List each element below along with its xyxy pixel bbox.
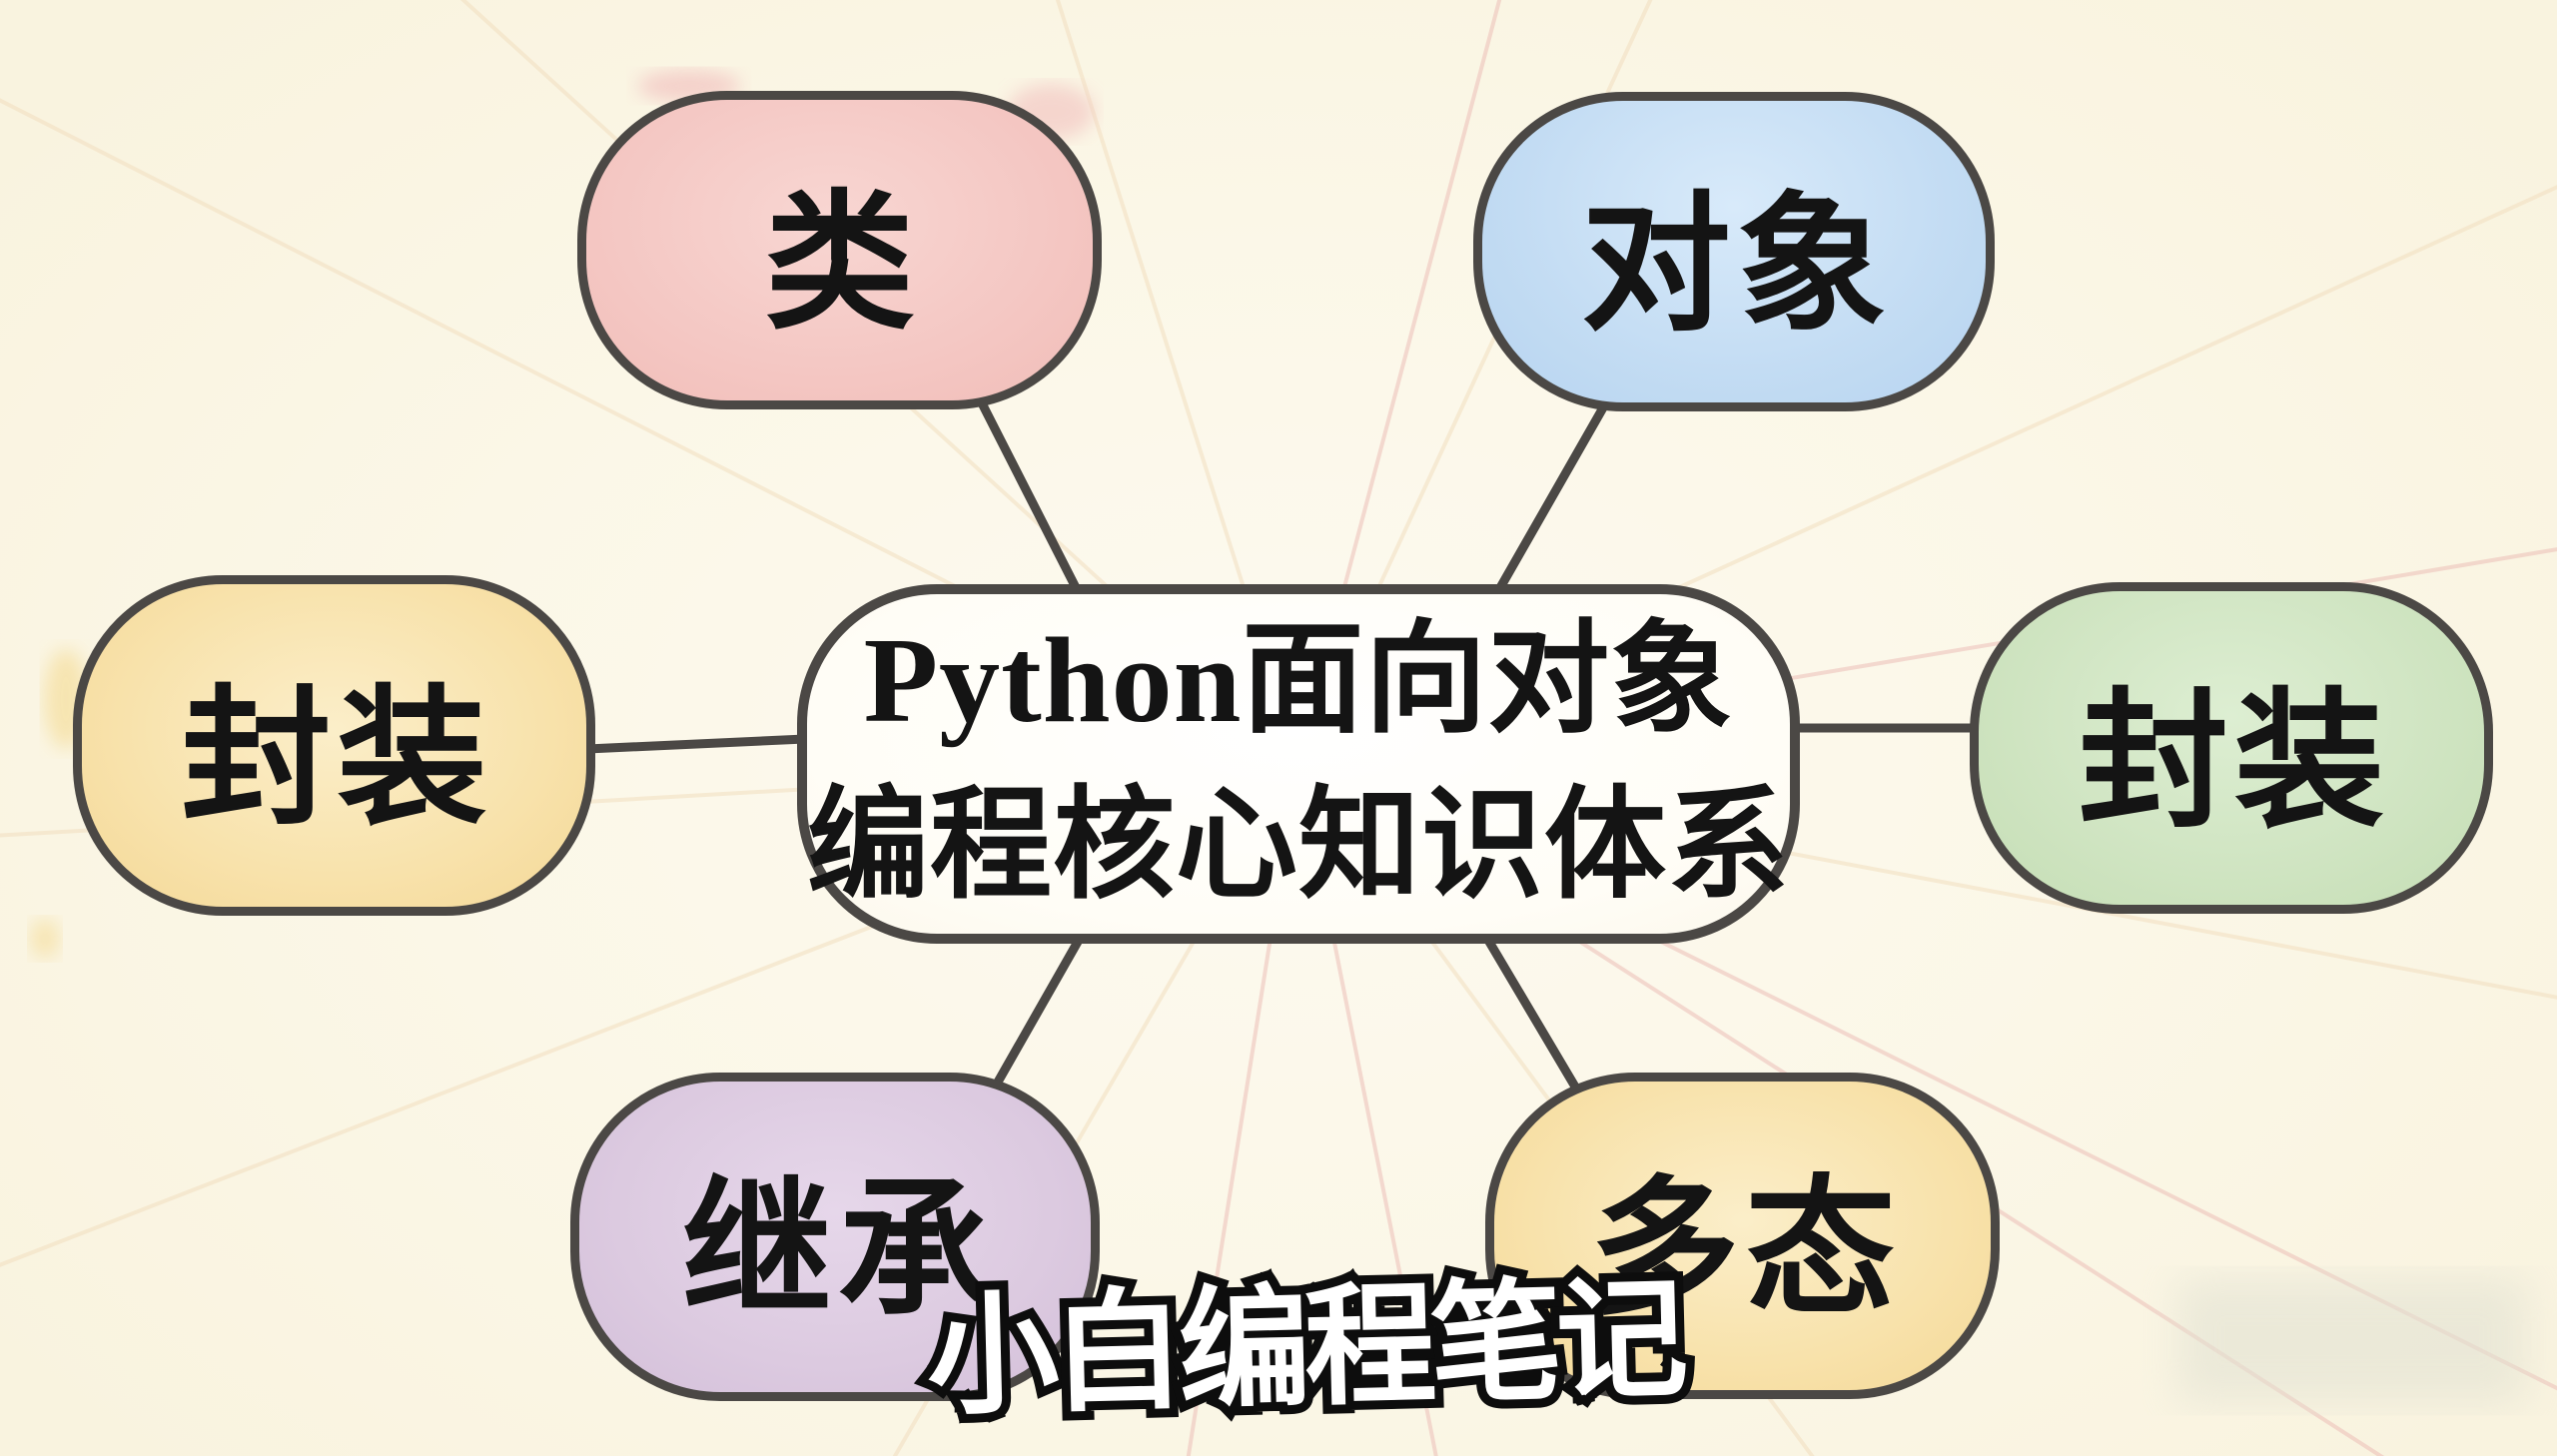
node-encapsulation-left[interactable]: 封装 [73, 575, 595, 916]
node-polymorphism[interactable]: 多态 [1485, 1073, 2000, 1399]
node-inheritance-label: 继承 [681, 1168, 994, 1334]
central-node[interactable]: Python面向对象 编程核心知识体系 [797, 584, 1800, 944]
connector-encapsulation-left [582, 734, 810, 754]
node-polymorphism-label: 多态 [1589, 1167, 1902, 1333]
central-node-line2: 编程核心知识体系 [807, 779, 1790, 914]
node-class[interactable]: 类 [577, 91, 1102, 409]
node-encapsulation-right-label: 封装 [2078, 679, 2390, 846]
node-encapsulation-left-label: 封装 [181, 677, 493, 843]
node-object[interactable]: 对象 [1473, 92, 1995, 411]
node-encapsulation-right[interactable]: 封装 [1970, 582, 2493, 914]
central-node-label: Python面向对象 编程核心知识体系 [807, 598, 1790, 930]
watermark: 小白编程笔记 小白编程笔记 [916, 1256, 1692, 1439]
watermark-text: 小白编程笔记 [925, 1264, 1684, 1431]
connector-class [969, 382, 1091, 612]
node-object-label: 对象 [1580, 183, 1893, 350]
central-node-line1: Python面向对象 [863, 613, 1734, 749]
node-class-label: 类 [764, 182, 921, 348]
node-inheritance[interactable]: 继承 [570, 1073, 1100, 1401]
connector-object [1485, 390, 1615, 610]
